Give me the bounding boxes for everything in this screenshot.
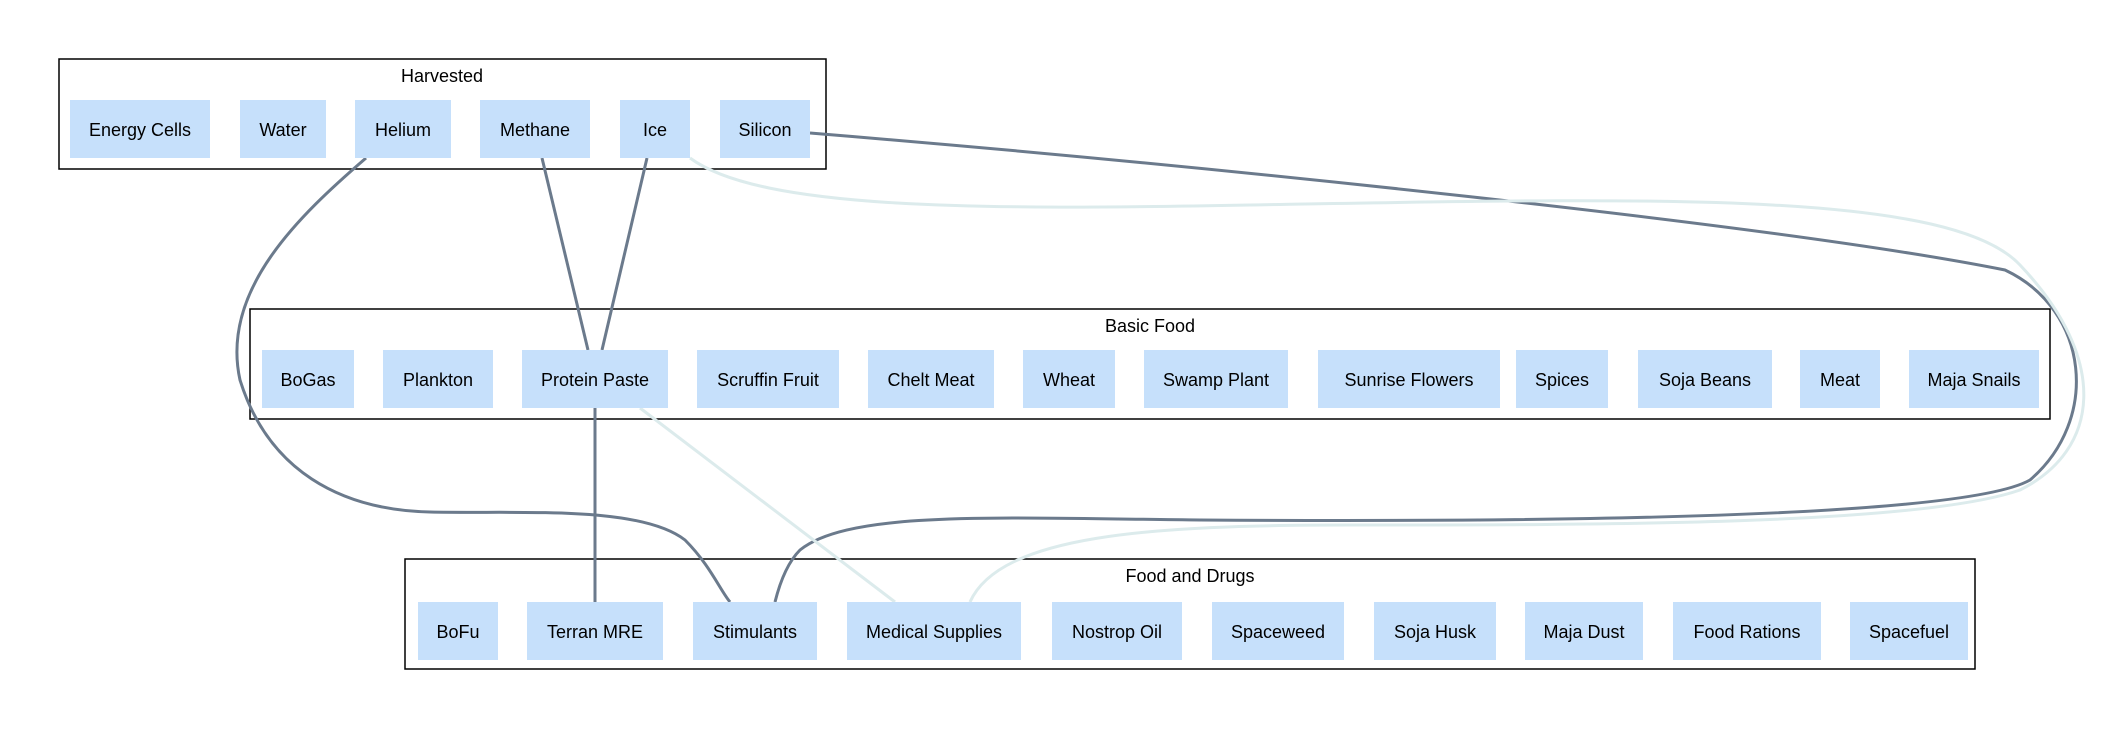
node-maja-snails-label: Maja Snails: [1927, 370, 2020, 390]
node-sunrise-flowers-box: [1318, 350, 1500, 408]
node-soja-husk-box: [1374, 602, 1496, 660]
node-soja-husk-label: Soja Husk: [1394, 622, 1477, 642]
node-helium-box: [355, 100, 451, 158]
node-bogas-label: BoGas: [280, 370, 335, 390]
node-maja-dust-box: [1525, 602, 1643, 660]
node-plankton-box: [383, 350, 493, 408]
edge-ice-medical-supplies: [689, 156, 2086, 603]
node-water[interactable]: Water: [240, 100, 326, 158]
node-ice-label: Ice: [643, 120, 667, 140]
edge-helium-stimulants: [235, 156, 732, 603]
nodes-harvested: Energy Cells Water Helium Methane Ice Si…: [70, 100, 810, 158]
node-protein-paste-label: Protein Paste: [541, 370, 649, 390]
node-protein-paste-box: [522, 350, 668, 408]
node-energy-cells-box: [70, 100, 210, 158]
node-nostrop-oil-label: Nostrop Oil: [1072, 622, 1162, 642]
node-protein-paste[interactable]: Protein Paste: [522, 350, 668, 408]
node-helium[interactable]: Helium: [355, 100, 451, 158]
edge-protein-paste-medical-supplies: [639, 406, 896, 604]
node-methane-label: Methane: [500, 120, 570, 140]
node-maja-dust[interactable]: Maja Dust: [1525, 602, 1643, 660]
node-nostrop-oil[interactable]: Nostrop Oil: [1052, 602, 1182, 660]
edge-silicon-stimulants: [773, 131, 2078, 603]
node-maja-snails[interactable]: Maja Snails: [1909, 350, 2039, 408]
node-spaceweed[interactable]: Spaceweed: [1212, 602, 1344, 660]
node-stimulants[interactable]: Stimulants: [693, 602, 817, 660]
node-maja-dust-label: Maja Dust: [1543, 622, 1624, 642]
node-spaceweed-label: Spaceweed: [1231, 622, 1325, 642]
node-water-label: Water: [259, 120, 306, 140]
node-plankton-label: Plankton: [403, 370, 473, 390]
node-sunrise-flowers[interactable]: Sunrise Flowers: [1318, 350, 1500, 408]
node-methane-box: [480, 100, 590, 158]
node-bofu[interactable]: BoFu: [418, 602, 498, 660]
node-spacefuel[interactable]: Spacefuel: [1850, 602, 1968, 660]
node-silicon-label: Silicon: [738, 120, 791, 140]
edge-ice-protein-paste: [600, 157, 649, 351]
edges: [235, 131, 2086, 604]
node-ice[interactable]: Ice: [620, 100, 690, 158]
node-spices-box: [1516, 350, 1608, 408]
node-bogas[interactable]: BoGas: [262, 350, 354, 408]
node-food-rations-box: [1673, 602, 1821, 660]
node-wheat[interactable]: Wheat: [1023, 350, 1115, 408]
node-energy-cells-label: Energy Cells: [89, 120, 191, 140]
node-nostrop-oil-box: [1052, 602, 1182, 660]
node-wheat-box: [1023, 350, 1115, 408]
node-soja-beans-label: Soja Beans: [1659, 370, 1751, 390]
node-soja-husk[interactable]: Soja Husk: [1374, 602, 1496, 660]
node-maja-snails-box: [1909, 350, 2039, 408]
node-meat-label: Meat: [1820, 370, 1860, 390]
node-spices[interactable]: Spices: [1516, 350, 1608, 408]
node-spices-label: Spices: [1535, 370, 1589, 390]
nodes-basic-food: BoGas Plankton Protein Paste Scruffin Fr…: [262, 350, 2039, 408]
node-chelt-meat-label: Chelt Meat: [887, 370, 974, 390]
node-scruffin-fruit-box: [697, 350, 839, 408]
node-chelt-meat[interactable]: Chelt Meat: [868, 350, 994, 408]
node-helium-label: Helium: [375, 120, 431, 140]
node-bogas-box: [262, 350, 354, 408]
node-swamp-plant-box: [1144, 350, 1288, 408]
node-food-rations[interactable]: Food Rations: [1673, 602, 1821, 660]
node-chelt-meat-box: [868, 350, 994, 408]
node-spaceweed-box: [1212, 602, 1344, 660]
node-soja-beans[interactable]: Soja Beans: [1638, 350, 1772, 408]
node-scruffin-fruit[interactable]: Scruffin Fruit: [697, 350, 839, 408]
node-medical-supplies-box: [847, 602, 1021, 660]
node-swamp-plant[interactable]: Swamp Plant: [1144, 350, 1288, 408]
node-plankton[interactable]: Plankton: [383, 350, 493, 408]
node-meat[interactable]: Meat: [1800, 350, 1880, 408]
node-medical-supplies[interactable]: Medical Supplies: [847, 602, 1021, 660]
node-stimulants-box: [693, 602, 817, 660]
node-stimulants-label: Stimulants: [713, 622, 797, 642]
nodes-food-and-drugs: BoFu Terran MRE Stimulants Medical Suppl…: [418, 602, 1968, 660]
node-silicon-box: [720, 100, 810, 158]
node-ice-box: [620, 100, 690, 158]
node-medical-supplies-label: Medical Supplies: [866, 622, 1002, 642]
node-bofu-box: [418, 602, 498, 660]
node-swamp-plant-label: Swamp Plant: [1163, 370, 1269, 390]
node-terran-mre-label: Terran MRE: [547, 622, 643, 642]
cluster-food-and-drugs-label: Food and Drugs: [1125, 566, 1254, 586]
node-spacefuel-label: Spacefuel: [1869, 622, 1949, 642]
node-methane[interactable]: Methane: [480, 100, 590, 158]
node-energy-cells[interactable]: Energy Cells: [70, 100, 210, 158]
cluster-basic-food-label: Basic Food: [1105, 316, 1195, 336]
node-silicon[interactable]: Silicon: [720, 100, 810, 158]
node-wheat-label: Wheat: [1043, 370, 1095, 390]
node-spacefuel-box: [1850, 602, 1968, 660]
node-terran-mre-box: [527, 602, 663, 660]
cluster-harvested-label: Harvested: [401, 66, 483, 86]
node-soja-beans-box: [1638, 350, 1772, 408]
node-bofu-label: BoFu: [436, 622, 479, 642]
node-food-rations-label: Food Rations: [1693, 622, 1800, 642]
node-water-box: [240, 100, 326, 158]
node-sunrise-flowers-label: Sunrise Flowers: [1344, 370, 1473, 390]
edge-methane-protein-paste: [540, 157, 590, 351]
node-scruffin-fruit-label: Scruffin Fruit: [717, 370, 819, 390]
node-meat-box: [1800, 350, 1880, 408]
node-terran-mre[interactable]: Terran MRE: [527, 602, 663, 660]
